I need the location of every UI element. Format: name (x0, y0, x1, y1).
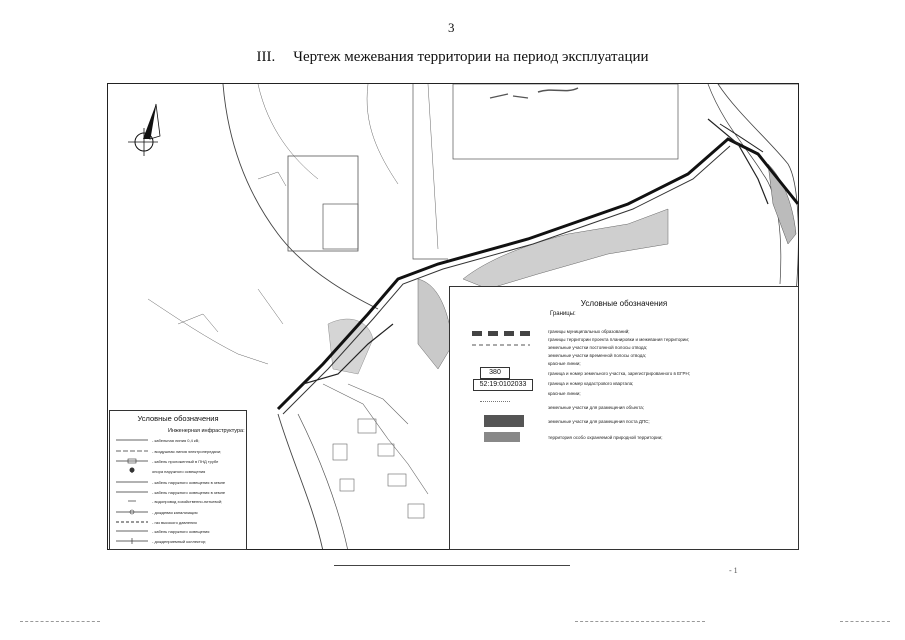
legend-subtitle: Инженерная инфраструктура: (168, 428, 245, 434)
legend-subtitle: Границы: (550, 311, 576, 317)
hatched-terrain (462, 208, 669, 290)
legend-item: - дождеприемный коллектор; (152, 539, 207, 544)
lighting-cable-icon (116, 530, 148, 532)
legend-item: - кабельная линия 0,4 кВ; (152, 438, 200, 443)
legend-item: границы территории проекта планировки и … (548, 337, 690, 342)
protected-area-symbol-icon (484, 432, 520, 442)
page-title: III. Чертеж межевания территории на перио… (0, 49, 905, 66)
cadastral-number-sample: 52:19:0102033 (473, 379, 533, 391)
section-title: Чертеж межевания территории на период эк… (293, 49, 649, 65)
water-pipe-icon (128, 500, 136, 502)
legend-item: границы муниципальных образований; (548, 329, 630, 334)
legend-item: - кабель проложенный в ПНД трубе (152, 459, 219, 464)
legend-left: Условные обозначения Инженерная инфрастр… (109, 410, 247, 550)
section-numeral: III. (256, 49, 276, 65)
legend-item: - водопровод хозяйственно-питьевой; (152, 499, 223, 504)
collector-icon (116, 538, 148, 544)
dps-plot-symbol-icon (484, 415, 524, 427)
legend-item: - газ высокого давления (152, 520, 197, 525)
lot-number-sample: 380 (480, 367, 510, 379)
legend-item: - кабель наружного освещения в земле (152, 490, 226, 495)
legend-item: земельные участки для размещения поста Д… (548, 419, 650, 424)
legend-item: - кабель наружного освещения в земле (152, 480, 226, 485)
legend-item: земельные участки постоянной полосы отво… (548, 345, 648, 350)
legend-item: граница и номер кадастрового квартала; (548, 381, 634, 386)
legend-item: красные линии; (548, 361, 581, 366)
footer-rule (334, 565, 570, 566)
overhead-line-icon (116, 450, 148, 452)
lighting-cable-icon (116, 491, 148, 493)
footer-mark: - 1 (729, 566, 738, 575)
lighting-pole-icon (129, 467, 135, 473)
footer-dashes (20, 621, 100, 623)
legend-item: - воздушная линия электропередачи; (152, 449, 222, 454)
object-plot-symbol-icon (480, 401, 510, 412)
legend-item: земельные участки для размещения объекта… (548, 405, 644, 410)
lighting-cable-icon (116, 481, 148, 483)
legend-item: граница и номер земельного участка, заре… (548, 371, 691, 376)
footer-dashes (840, 621, 890, 623)
legend-item: - кабель наружного освещения (152, 529, 210, 534)
storm-sewer-icon (116, 509, 148, 515)
gas-line-icon (116, 521, 148, 523)
land-plot (287, 155, 359, 252)
page-number: 3 (448, 20, 455, 35)
map-drawing (128, 84, 798, 549)
pipe-cable-icon (116, 458, 148, 464)
legend-item: территория особо охраняемой природной те… (548, 435, 663, 440)
legend-item: красные линии; (548, 391, 581, 396)
river-bank (717, 84, 798, 325)
legend-item: - дождевая канализация (152, 510, 198, 515)
legend-item: опора наружного освещения (152, 469, 206, 474)
boundary-symbols-icon (472, 331, 530, 346)
legend-item: земельные участки временной полосы отвод… (548, 353, 647, 358)
legend-title: Условные обозначения (580, 299, 668, 308)
footer-dashes (575, 621, 705, 623)
legend-title: Условные обозначения (137, 414, 219, 423)
north-arrow-icon (128, 103, 161, 156)
legend-right: Условные обозначения Границы: границы му… (449, 286, 799, 550)
main-road (276, 137, 798, 411)
cable-line-icon (116, 439, 148, 441)
